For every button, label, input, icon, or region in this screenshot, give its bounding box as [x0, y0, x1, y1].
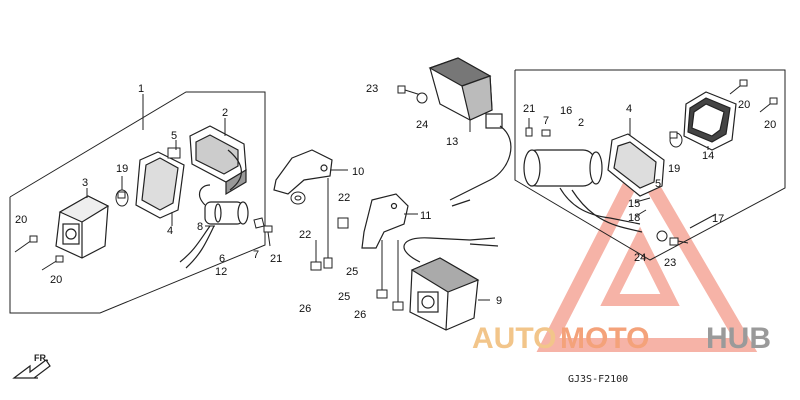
- label-12: 12: [215, 266, 227, 278]
- label-15: 15: [628, 198, 640, 210]
- left-screw-7: [253, 217, 265, 229]
- center-bolt-25a: [323, 178, 333, 269]
- label-23b: 23: [664, 257, 676, 269]
- right-assembly-outline: [514, 69, 786, 261]
- label-17: 17: [712, 213, 724, 225]
- front-marker: FR.: [34, 353, 49, 363]
- watermark-part3: HUB: [706, 322, 771, 355]
- label-19b: 19: [668, 163, 680, 175]
- callout-labels: 1 2 3 4 5 6 7 8 12 19 20 20 21 10 11 22 …: [15, 83, 776, 321]
- label-19a: 19: [116, 163, 128, 175]
- left-screw-20b: [41, 255, 64, 271]
- right-rim: [607, 133, 665, 197]
- right-bulb: [669, 131, 683, 148]
- label-13: 13: [446, 136, 458, 148]
- left-rim: [135, 151, 185, 219]
- left-bulb: [115, 189, 129, 207]
- center-bolt-26b: [392, 240, 404, 311]
- label-20b: 20: [50, 274, 62, 286]
- label-21a: 21: [270, 253, 282, 265]
- right-socket: [523, 149, 603, 187]
- left-bracket-5: [167, 147, 181, 159]
- right-washer-24: [656, 230, 668, 242]
- label-23a: 23: [366, 83, 378, 95]
- top-washer-24: [416, 92, 428, 104]
- label-1: 1: [138, 83, 144, 95]
- label-14: 14: [702, 150, 714, 162]
- label-20a: 20: [15, 214, 27, 226]
- label-5b: 5: [655, 178, 661, 190]
- bracket-10: [273, 149, 333, 195]
- label-16: 16: [560, 105, 572, 117]
- label-3: 3: [82, 177, 88, 189]
- label-20c: 20: [738, 99, 750, 111]
- right-screw-21: [525, 118, 533, 137]
- left-socket: [204, 201, 249, 225]
- label-11: 11: [420, 210, 431, 222]
- lamp-13: [428, 57, 503, 129]
- left-assembly-outline: [9, 91, 266, 314]
- label-21b: 21: [523, 103, 535, 115]
- bracket-11: [361, 193, 409, 249]
- label-26b: 26: [354, 309, 366, 321]
- diagram-code: GJ3S-F2100: [568, 374, 628, 385]
- washer-22a: [290, 191, 306, 205]
- right-screw-23: [669, 237, 689, 246]
- right-screw-20b: [759, 97, 778, 113]
- label-2b: 2: [578, 117, 584, 129]
- center-bolt-26a: [310, 240, 322, 271]
- label-25a: 25: [346, 266, 358, 278]
- label-4b: 4: [626, 103, 632, 115]
- label-7b: 7: [543, 115, 549, 127]
- left-screw-20a: [14, 235, 38, 253]
- right-screw-7: [541, 129, 551, 137]
- label-25b: 25: [338, 291, 350, 303]
- label-2a: 2: [222, 107, 228, 119]
- label-20d: 20: [764, 119, 776, 131]
- label-9: 9: [496, 295, 502, 307]
- lamp-9: [409, 257, 480, 331]
- label-24a: 24: [416, 119, 428, 131]
- label-24b: 24: [634, 252, 646, 264]
- front-arrow-icon: [12, 359, 51, 379]
- label-7a: 7: [253, 249, 259, 261]
- left-lens: [55, 195, 110, 259]
- washer-22b: [337, 217, 349, 229]
- leader-lines: [635, 146, 717, 229]
- left-screw-21: [263, 225, 273, 247]
- center-bolt-25b: [376, 240, 388, 299]
- watermark-triangle: [536, 150, 758, 352]
- label-10: 10: [352, 166, 364, 178]
- label-18: 18: [628, 212, 640, 224]
- left-housing: [189, 125, 247, 196]
- label-26a: 26: [299, 303, 311, 315]
- label-4a: 4: [167, 225, 173, 237]
- watermark-part2: MOTO: [560, 322, 649, 355]
- label-6: 6: [219, 253, 225, 265]
- label-22b: 22: [338, 192, 350, 204]
- label-22a: 22: [299, 229, 311, 241]
- watermark-part1: AUTO: [472, 322, 556, 355]
- right-screw-20a: [729, 79, 748, 95]
- watermark-logo: AUTO MOTO HUB: [472, 322, 771, 355]
- right-lens: [683, 91, 737, 151]
- label-5a: 5: [171, 130, 177, 142]
- label-8: 8: [197, 221, 203, 233]
